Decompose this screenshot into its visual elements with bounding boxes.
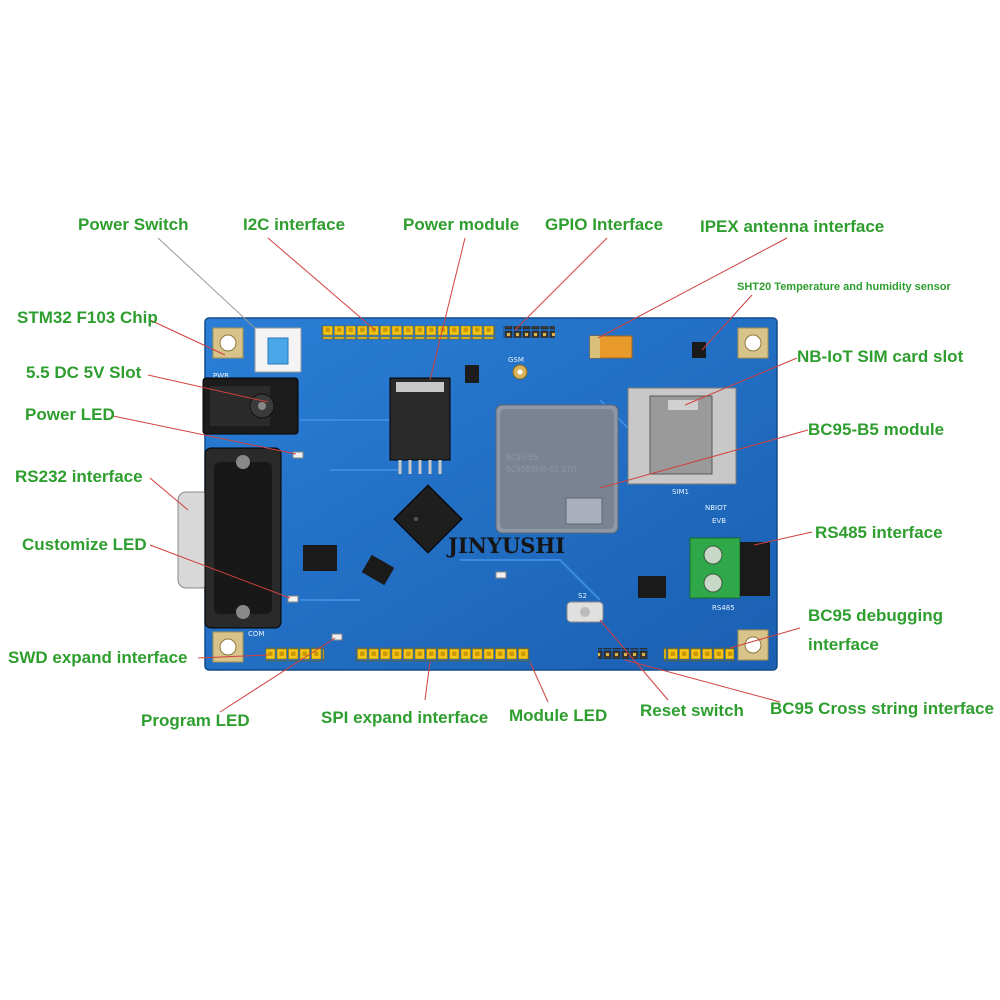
label-swd: SWD expand interface xyxy=(8,648,188,667)
pwr-silk: PWR xyxy=(213,372,229,380)
ic-small-1 xyxy=(361,554,395,586)
brand-watermark: JINYUSHI xyxy=(446,533,565,558)
customize-led xyxy=(287,595,299,603)
mounting-hole-br xyxy=(737,629,769,661)
board-name-1: NBIOT xyxy=(705,504,728,512)
i2c-header xyxy=(321,325,496,340)
stm32-chip xyxy=(393,484,463,554)
bc95-debug-header xyxy=(663,647,735,662)
swd-header xyxy=(265,647,325,662)
voltage-regulator xyxy=(389,365,479,474)
mounting-hole-tr xyxy=(737,327,769,359)
spi-header xyxy=(355,647,530,662)
module-label-2: BC95B5HB-02-STD xyxy=(506,465,577,474)
label-dc-slot: 5.5 DC 5V Slot xyxy=(26,363,142,382)
board-name-2: EVB xyxy=(712,517,726,525)
label-rs232: RS232 interface xyxy=(15,467,143,486)
label-reset: Reset switch xyxy=(640,701,744,720)
module-led xyxy=(495,571,507,579)
bc95-module: BC95-B5 BC95B5HB-02-STD xyxy=(495,404,619,534)
callouts: Power Switch I2C interface Power module … xyxy=(8,215,994,730)
ic-max232 xyxy=(303,545,337,571)
s2-silk: S2 xyxy=(578,592,587,600)
label-gpio: GPIO Interface xyxy=(545,215,663,234)
capacitor-c15 xyxy=(589,335,633,359)
label-customize-led: Customize LED xyxy=(22,535,147,554)
label-spi: SPI expand interface xyxy=(321,708,488,727)
com-silk: COM xyxy=(248,630,264,638)
rs485-silk: RS485 xyxy=(712,604,735,612)
rs232-connector: COM xyxy=(177,447,282,638)
power-switch: PWR xyxy=(213,327,302,380)
power-led xyxy=(292,451,304,459)
label-stm32: STM32 F103 Chip xyxy=(17,308,158,327)
label-bc95-cross: BC95 Cross string interface xyxy=(770,699,994,718)
label-ipex: IPEX antenna interface xyxy=(700,217,884,236)
cross-header xyxy=(598,648,648,659)
label-rs485: RS485 interface xyxy=(815,523,943,542)
label-power-led: Power LED xyxy=(25,405,115,424)
label-program-led: Program LED xyxy=(141,711,250,730)
sht20-sensor xyxy=(692,342,706,358)
mounting-hole-tl xyxy=(212,327,244,359)
label-power-switch: Power Switch xyxy=(78,215,189,234)
ic-rs485 xyxy=(638,576,666,598)
label-bc95-debug-1: BC95 debugging xyxy=(808,606,943,625)
gpio-header xyxy=(503,326,555,338)
gsm-silk: GSM xyxy=(508,356,524,364)
label-bc95-module: BC95-B5 module xyxy=(808,420,944,439)
leader-lines xyxy=(112,237,813,713)
sim-card-slot: SIM1 xyxy=(627,387,737,496)
label-power-module: Power module xyxy=(403,215,519,234)
program-led xyxy=(331,633,343,641)
dc-jack xyxy=(202,377,299,435)
label-i2c: I2C interface xyxy=(243,215,345,234)
label-bc95-debug-2: interface xyxy=(808,635,879,654)
ipex-connector: GSM xyxy=(508,356,528,380)
label-nbiot-sim: NB-IoT SIM card slot xyxy=(797,347,964,366)
module-label-1: BC95-B5 xyxy=(506,453,538,462)
label-module-led: Module LED xyxy=(509,706,607,725)
sim-silk: SIM1 xyxy=(672,488,689,496)
reset-switch: S2 xyxy=(566,592,604,623)
label-sht20: SHT20 Temperature and humidity sensor xyxy=(737,281,951,293)
rs485-terminal: RS485 xyxy=(689,537,770,612)
